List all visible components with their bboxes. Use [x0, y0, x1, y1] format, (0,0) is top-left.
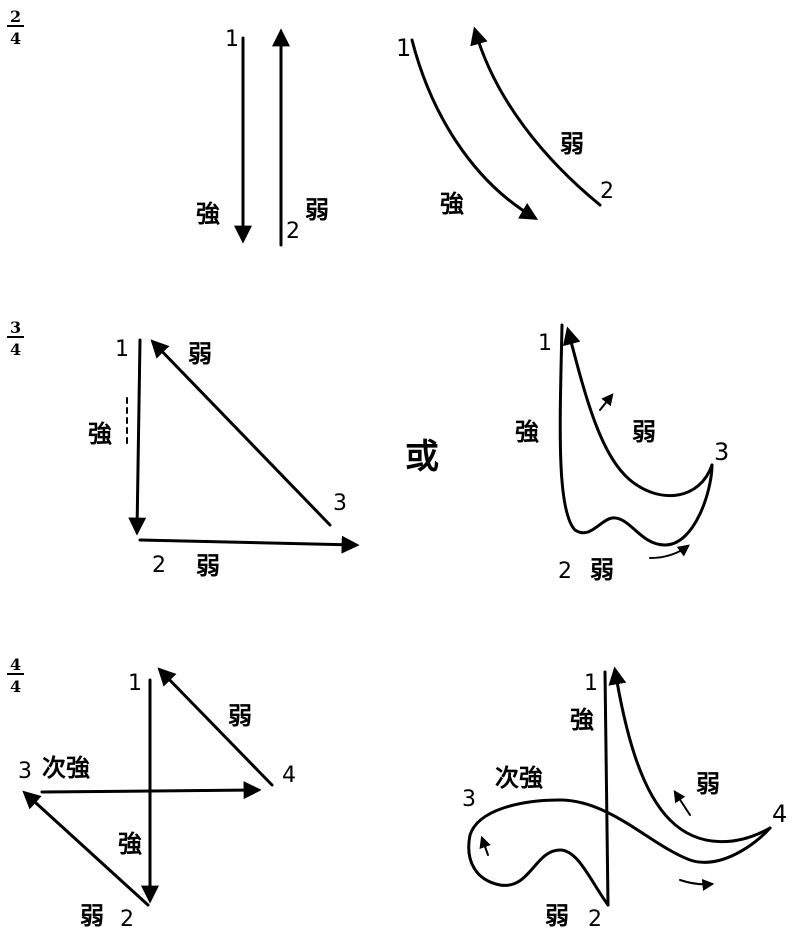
- time-signature-denominator: 4: [10, 677, 21, 696]
- pattern-4-4-straight: 1 弱 4 3 次強 強 弱 2: [18, 667, 296, 932]
- weak-label: 弱: [305, 196, 329, 224]
- weak-label: 弱: [188, 340, 212, 368]
- direction-arrow-up: [599, 393, 614, 411]
- beat-4-label: 4: [282, 763, 296, 788]
- beat-2-label: 2: [588, 907, 602, 932]
- direction-arrow-bottom: [649, 544, 690, 559]
- beat-3-arrow: [40, 781, 262, 800]
- pattern-3-4-curved: 1 強 弱 3 2 弱: [515, 323, 729, 584]
- beat-2-arrow: [22, 790, 150, 907]
- beat-2-arrow: [138, 535, 360, 554]
- beat-4-return-arrow: [157, 667, 274, 787]
- time-signature-denominator: 4: [10, 340, 21, 359]
- strong-label: 強: [196, 200, 220, 228]
- return-curve: [608, 666, 772, 844]
- beat-1-label: 1: [396, 34, 411, 62]
- time-signature-denominator: 4: [10, 29, 21, 48]
- strong-label: 強: [570, 706, 594, 734]
- weak-label: 弱: [696, 770, 720, 798]
- time-signature-numerator: 2: [10, 7, 21, 26]
- secondary-strong-label: 次強: [495, 764, 543, 792]
- beat-3-label: 3: [18, 759, 32, 784]
- beat-3-return-arrow: [150, 339, 332, 527]
- time-signature-4-4: 4 4: [7, 655, 24, 696]
- main-loop-curve: [558, 323, 714, 547]
- strong-label: 強: [118, 830, 142, 858]
- beat-1-label: 1: [128, 671, 142, 696]
- direction-arrow-left: [479, 835, 491, 856]
- beat-2-label: 2: [558, 559, 572, 584]
- strong-label: 強: [88, 420, 112, 448]
- beat-1-label: 1: [115, 337, 129, 362]
- beat-3-label: 3: [714, 438, 729, 466]
- time-signature-2-4: 2 4: [7, 7, 24, 48]
- downbeat-arrow: [128, 338, 147, 536]
- beat-3-label: 3: [333, 491, 347, 516]
- weak-label-top: 弱: [228, 702, 252, 730]
- pattern-3-4-triangle: 1 強 弱 3 2 弱: [88, 337, 360, 580]
- weak-label-2: 弱: [590, 556, 614, 584]
- time-signature-3-4: 3 4: [7, 318, 24, 359]
- beat-4-label: 4: [772, 800, 787, 828]
- direction-arrow-bottom: [679, 878, 715, 891]
- beat-1-label: 1: [225, 27, 239, 52]
- secondary-strong-label: 次強: [42, 754, 90, 782]
- pattern-4-4-curved: 1 強 3 次強 弱 4 弱 2: [462, 666, 787, 932]
- downbeat-curve: [410, 38, 539, 220]
- direction-arrow-up: [673, 789, 691, 816]
- beat-2-label: 2: [120, 907, 134, 932]
- or-label: 或: [405, 437, 439, 477]
- downbeat-line: [603, 670, 610, 907]
- beat-2-label: 2: [286, 219, 300, 244]
- beat-3-label: 3: [462, 787, 476, 812]
- beat-1-label: 1: [584, 671, 598, 696]
- beat-2-label: 2: [152, 553, 166, 578]
- weak-label-bottom: 弱: [80, 902, 104, 930]
- beat-1-label: 1: [538, 331, 552, 356]
- upbeat-curve: [470, 26, 602, 207]
- weak-label-2: 弱: [196, 552, 220, 580]
- weak-label-bottom: 弱: [545, 902, 569, 930]
- beat-2-label: 2: [600, 179, 614, 204]
- strong-label: 強: [440, 190, 464, 218]
- strong-label: 強: [515, 418, 539, 446]
- time-signature-numerator: 3: [10, 318, 21, 337]
- weak-label: 弱: [560, 130, 584, 158]
- main-loop-curve: [467, 798, 772, 907]
- time-signature-numerator: 4: [10, 655, 21, 674]
- pattern-2-4-curved: 1 強 弱 2: [396, 26, 614, 220]
- weak-label: 弱: [632, 418, 656, 446]
- pattern-2-4-straight: 1 強 2 弱: [196, 27, 329, 247]
- return-curve: [562, 326, 714, 497]
